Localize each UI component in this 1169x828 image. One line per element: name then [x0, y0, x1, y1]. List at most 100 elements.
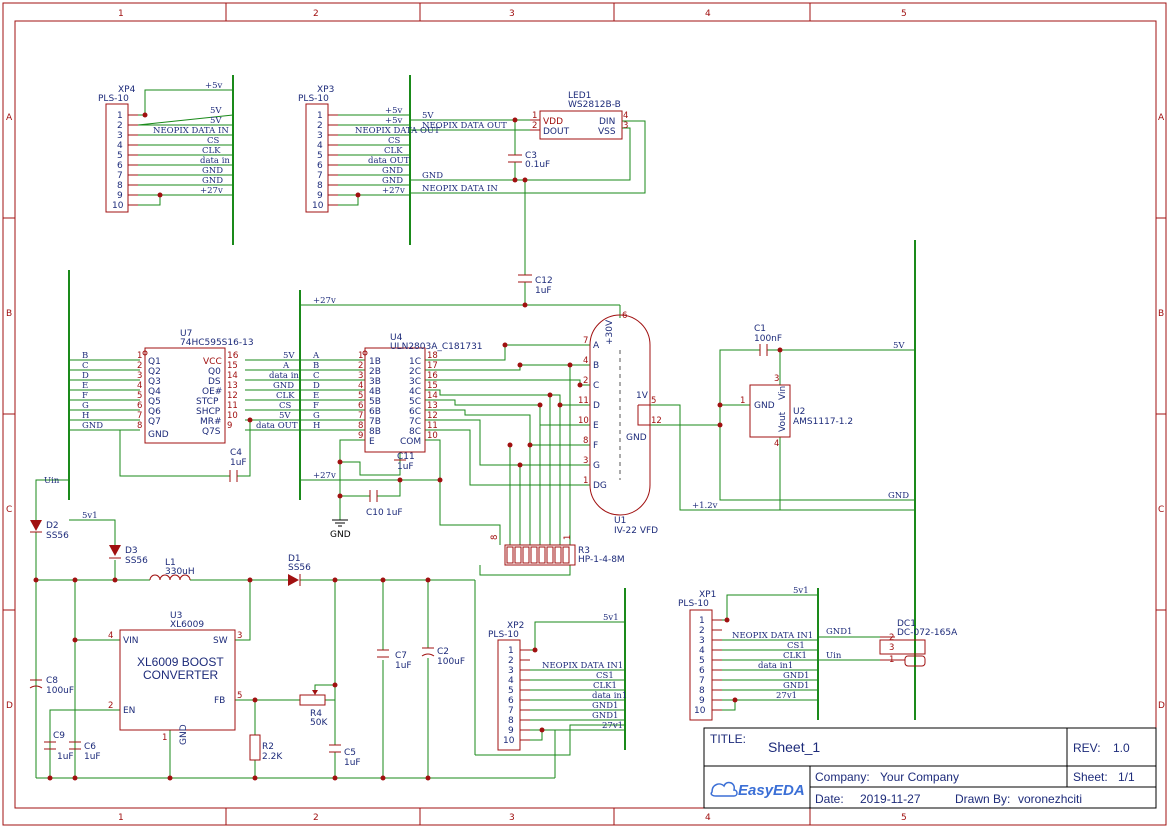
pin-number: 10: [427, 431, 438, 441]
pin-number: 11: [427, 421, 438, 431]
pin-number: 2: [699, 626, 705, 636]
pin-number: 3: [237, 631, 242, 641]
ref-label: L1: [165, 558, 176, 568]
pin-label: 7C: [409, 417, 421, 427]
net-label: +27v: [313, 296, 336, 306]
value-label: 2.2K: [262, 752, 283, 762]
pin-number: 1: [358, 351, 363, 361]
pin-number: 1: [563, 535, 573, 540]
net-label: +5v: [205, 81, 223, 91]
net-label: E: [82, 381, 88, 391]
ref-label: R2: [262, 742, 274, 752]
diode-d1: D1 SS56: [288, 554, 311, 586]
pin-number: 1: [117, 111, 123, 121]
pin-number: 8: [699, 686, 705, 696]
part-label: DC-072-165A: [897, 628, 958, 638]
value-label: 1uF: [230, 458, 247, 468]
pin-number: 5: [117, 151, 123, 161]
pin-number: 3: [508, 666, 514, 676]
capacitor-c3: C3 0.1uF: [508, 151, 550, 170]
col-label: 1: [118, 9, 124, 19]
net-label: NEOPIX DATA IN1: [542, 661, 623, 671]
net-label: NEOPIX DATA IN: [153, 126, 229, 136]
pin-number: 1: [137, 351, 142, 361]
pin-number: 7: [508, 706, 514, 716]
pin-label: G: [593, 461, 600, 471]
value-label: 1uF: [84, 752, 101, 762]
value-label: 100uF: [46, 686, 74, 696]
pin-number: 9: [508, 726, 514, 736]
net-label: H: [82, 411, 89, 421]
net-label: D: [313, 381, 320, 391]
pin-number: 4: [623, 111, 628, 121]
pin-number: 6: [699, 666, 705, 676]
net-label: +27v: [200, 186, 223, 196]
connector-xp3: XP3 PLS-10 1 2 3 4 5 6 7 8 9 10 +5v +5v …: [298, 85, 507, 213]
pin-number: 1: [317, 111, 323, 121]
pin-number: 16: [427, 371, 438, 381]
pin-number: 4: [583, 356, 588, 366]
ref-label: C9: [53, 731, 65, 741]
pin-number: 2: [358, 361, 363, 371]
pin-number: 1: [740, 396, 745, 406]
net-label: data in1: [592, 691, 627, 701]
pin-label: STCP: [196, 397, 219, 407]
ref-label: LED1: [568, 91, 591, 101]
row-label: B: [6, 309, 12, 319]
pin-number: 1: [889, 655, 894, 665]
net-label: CLK1: [783, 651, 807, 661]
ref-label: U7: [180, 329, 192, 339]
pin-label: Vin: [778, 386, 788, 400]
pin-label: COM: [400, 437, 421, 447]
frame-labels: 1 2 3 4 5 1 2 3 4 5 A B C D A B C D: [6, 9, 1165, 823]
pin-number: 15: [427, 381, 438, 391]
net-label: C: [313, 371, 320, 381]
pin-number: 3: [358, 371, 363, 381]
net-label: CS: [207, 136, 220, 146]
pin-number: 14: [427, 391, 438, 401]
pin-label: C: [593, 381, 599, 391]
net-label: 5V: [210, 106, 222, 116]
ref-label: C1: [754, 324, 766, 334]
value-label: 0.1uF: [525, 160, 550, 170]
pin-label: 6C: [409, 407, 421, 417]
regulator-u2: U2 AMS1117-1.2 GND Vin Vout 1 3 4: [740, 374, 853, 449]
net-label: CLK: [202, 146, 221, 156]
net-label: G: [313, 411, 320, 421]
pin-number: 2: [532, 121, 537, 131]
value-label: 1uF: [395, 661, 412, 671]
pin-number: 2: [108, 701, 113, 711]
net-label: CS: [388, 136, 401, 146]
col-label: 5: [901, 813, 907, 823]
col-label: 2: [313, 813, 319, 823]
net-label: data OUT: [256, 421, 298, 431]
sheet-label: Sheet:: [1073, 770, 1108, 784]
col-label: 4: [705, 9, 711, 19]
net-label: GND: [202, 166, 223, 176]
row-label: A: [6, 113, 13, 123]
ref-label: D2: [46, 521, 59, 531]
ground-symbol: GND: [330, 519, 351, 540]
net-label: GND1: [783, 681, 809, 691]
pin-number: 15: [227, 361, 238, 371]
pin-number: 4: [108, 631, 113, 641]
pin-label: 7B: [369, 417, 381, 427]
net-label: data in: [200, 156, 230, 166]
col-label: 4: [705, 813, 711, 823]
ref-label: C11: [397, 452, 415, 462]
pin-number: 3: [623, 121, 628, 131]
led1-ws2812b: LED1 WS2812B-B VDD DOUT DIN VSS 1 2 4 3: [530, 91, 628, 140]
ref-label: XP4: [118, 85, 136, 95]
pin-number: 3: [583, 456, 588, 466]
pin-label: +30V: [605, 319, 615, 345]
pin-number: 10: [503, 736, 515, 746]
pin-number: 6: [137, 401, 142, 411]
pin-number: 8: [317, 181, 323, 191]
part-label: 74HC595S16-13: [180, 338, 254, 348]
logo-text: EasyEDA: [738, 782, 805, 799]
col-label: 3: [509, 813, 515, 823]
pin-number: 9: [317, 191, 323, 201]
net-label: GND1: [592, 701, 618, 711]
pin-label: 8B: [369, 427, 381, 437]
